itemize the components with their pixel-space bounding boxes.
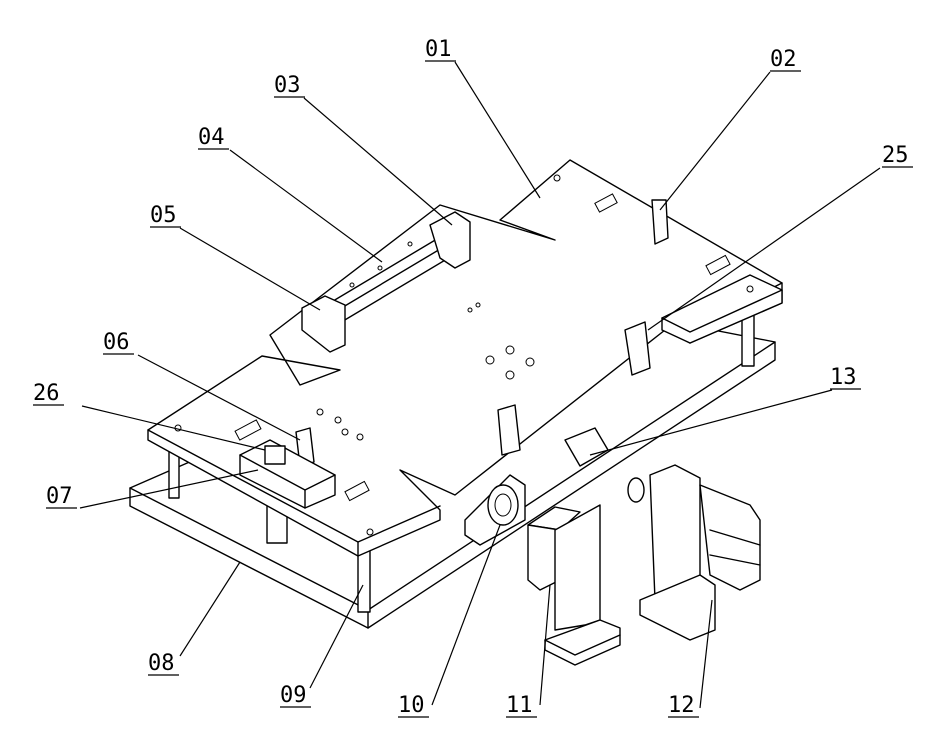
label-26: 26 — [33, 381, 60, 406]
label-09: 08 — [148, 651, 175, 676]
label-13: 13 — [830, 365, 857, 390]
label-25: 25 — [882, 143, 909, 168]
label-10: 10 — [398, 693, 425, 718]
label-03: 03 — [274, 73, 301, 98]
label-12: 12 — [668, 693, 695, 718]
label-06: 06 — [103, 330, 130, 355]
label-08: 09 — [280, 683, 307, 708]
label-02: 02 — [770, 47, 797, 72]
label-11: 11 — [506, 693, 533, 718]
label-04: 04 — [198, 125, 225, 150]
label-05: 05 — [150, 203, 177, 228]
bracket-12 — [628, 465, 760, 640]
label-07: 07 — [46, 484, 73, 509]
label-01: 01 — [425, 37, 452, 62]
bracket-11 — [528, 505, 620, 665]
